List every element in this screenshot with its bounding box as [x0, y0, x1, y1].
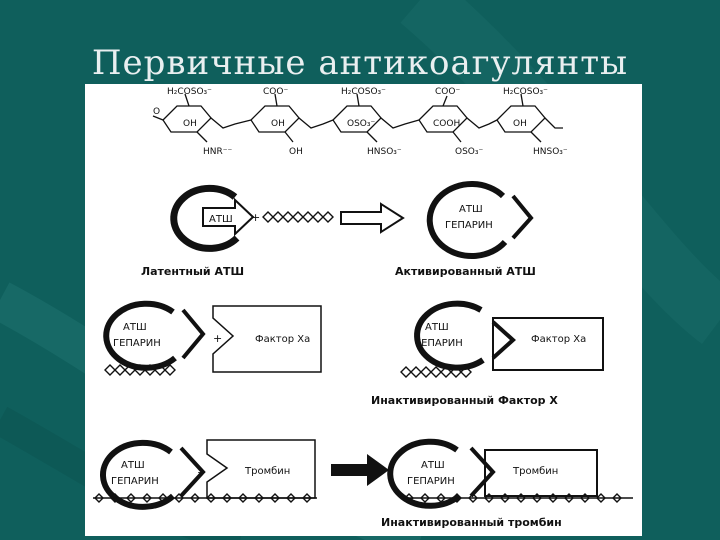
atiii-heparin-left-2: АТШ ГЕПАРИН: [103, 300, 206, 376]
diagram-panel: H₂COSO₃⁻ COO⁻ H₂COSO₃⁻ COO⁻ H₂COSO₃⁻ O O…: [85, 84, 642, 536]
label-oh: OH: [271, 119, 285, 129]
plus-sign: +: [197, 466, 206, 479]
left-heparin-label: ГЕПАРИН: [113, 338, 161, 349]
slide-title: Первичные антикоагулянты: [91, 43, 629, 83]
label-coo: COO⁻: [435, 87, 460, 97]
thrombin-left: Тромбин: [206, 439, 316, 499]
thrombin-label: Тромбин: [244, 466, 290, 477]
latent-atiii-caption: Латентный АТШ: [141, 265, 244, 278]
factor-xa-label: Фактор Ха: [255, 334, 310, 345]
latent-atiii-label: АТШ: [209, 214, 233, 225]
long-heparin-chain-left: [93, 493, 317, 503]
label-h2coso3: H₂COSO₃⁻: [167, 87, 212, 97]
heparin-labels: H₂COSO₃⁻ COO⁻ H₂COSO₃⁻ COO⁻ H₂COSO₃⁻ O O…: [153, 87, 568, 157]
label-cooh: COOH: [433, 119, 460, 129]
inactivated-thrombin-caption: Инактивированный тромбин: [381, 516, 562, 529]
atiii-heparin-right-3: АТШ ГЕПАРИН Тромбин: [387, 438, 598, 509]
activated-atiii-caption: Активированный АТШ: [395, 265, 536, 278]
right-heparin-label: ГЕПАРИН: [415, 338, 463, 349]
label-h2coso3: H₂COSO₃⁻: [503, 87, 548, 97]
left-atiii-label: АТШ: [121, 460, 145, 471]
heparin-structure: [152, 93, 563, 143]
long-heparin-chain-right: [403, 493, 633, 503]
label-oh: OH: [289, 147, 303, 157]
activated-atiii-top: АТШ: [459, 204, 483, 215]
activated-atiii: АТШ ГЕПАРИН: [426, 181, 534, 260]
inactivated-factor-x-caption: Инактивированный Фактор Х: [371, 394, 558, 407]
right-heparin-label: ГЕПАРИН: [407, 476, 455, 487]
atiii-heparin-left-3: АТШ ГЕПАРИН: [100, 439, 206, 510]
right-atiii-label: АТШ: [425, 322, 449, 333]
left-heparin-label: ГЕПАРИН: [111, 476, 159, 487]
label-o: O: [153, 107, 160, 117]
plus-sign: +: [251, 211, 260, 224]
right-atiii-label: АТШ: [421, 460, 445, 471]
activated-atiii-bottom: ГЕПАРИН: [445, 220, 493, 231]
label-hnso3: HNSO₃⁻: [367, 147, 402, 157]
left-atiii-label: АТШ: [123, 322, 147, 333]
atiii-heparin-right-2: АТШ ГЕПАРИН Фактор Ха: [400, 300, 604, 378]
factor-xa-label: Фактор Ха: [531, 334, 586, 345]
arrow-thrombin-inactivation: [331, 454, 389, 486]
label-coo: COO⁻: [263, 87, 288, 97]
label-hnso3: HNSO₃⁻: [533, 147, 568, 157]
factor-xa-left: Фактор Ха: [212, 305, 322, 373]
plus-sign: +: [213, 332, 222, 345]
thrombin-label: Тромбин: [512, 466, 558, 477]
latent-atiii: АТШ +: [170, 184, 334, 252]
label-oso3: OSO₃⁻: [455, 147, 483, 157]
label-oh: OH: [183, 119, 197, 129]
label-oso3: OSO₃⁻: [347, 119, 375, 129]
label-h2coso3: H₂COSO₃⁻: [341, 87, 386, 97]
label-hnr: HNR⁻⁻: [203, 147, 233, 157]
label-oh: OH: [513, 119, 527, 129]
arrow-activation: [340, 202, 405, 234]
